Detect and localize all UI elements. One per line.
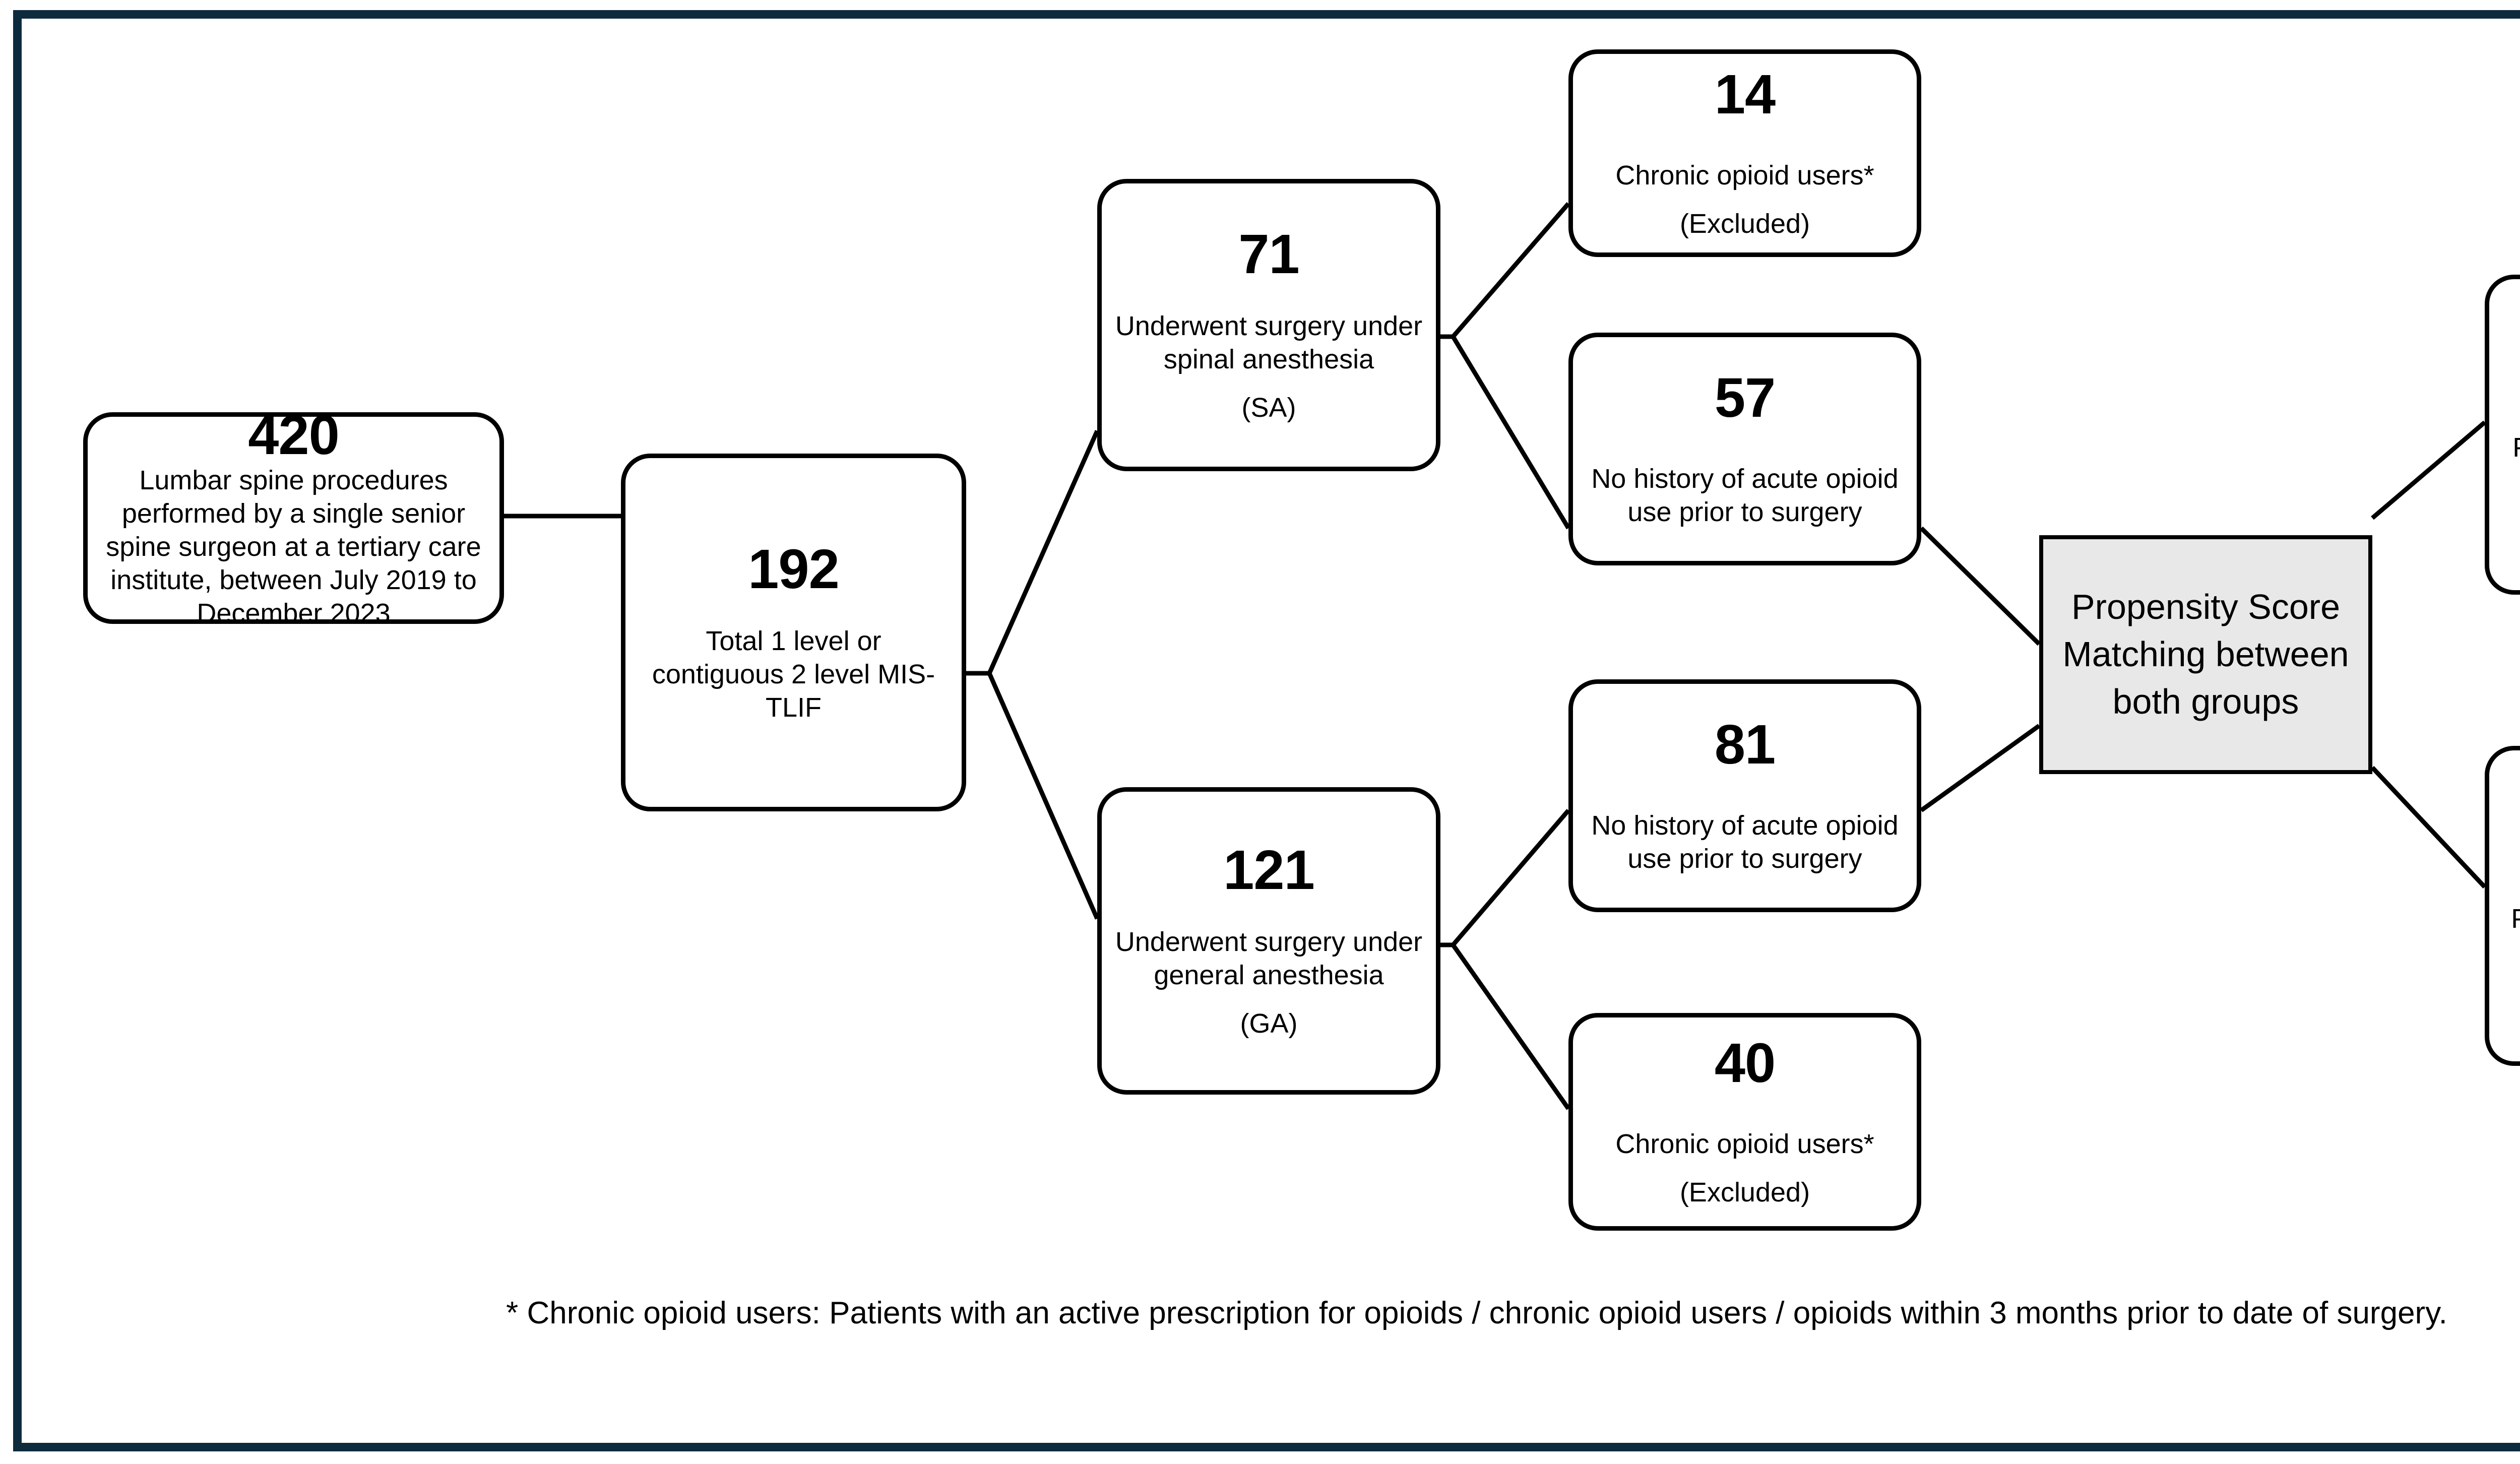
node-desc-ga-matched: Patients in the GA group without acute p… [2500,903,2520,1002]
edge-121-40 [1451,943,1570,1110]
node-count-14: 14 [1714,63,1776,126]
node-count-192: 192 [748,538,840,601]
node-total-cohort[interactable]: 420 Lumbar spine procedures performed by… [83,406,504,628]
edge-71-57 [1451,335,1570,530]
node-desc-total-cohort: Lumbar spine procedures performed by a s… [106,465,481,628]
edge-121-81 [1451,809,1570,946]
node-ga-excluded[interactable]: 40 Chronic opioid users* (Excluded) [1568,1013,1921,1231]
node-desc-spinal-anesthesia: Underwent surgery under spinal anesthesi… [1115,310,1423,374]
node-desc-included-cohort: Total 1 level or contiguous 2 level MIS-… [652,625,935,723]
node-sa-excluded[interactable]: 14 Chronic opioid users* (Excluded) [1568,49,1921,257]
node-desc-sa-eligible: No history of acute opioid use prior to … [1591,463,1899,527]
node-desc-sa-excluded: Chronic opioid users* [1615,160,1874,190]
edge-81-psm [1920,724,2041,812]
node-included-cohort[interactable]: 192 Total 1 level or contiguous 2 level … [621,454,966,811]
edge-71-14 [1451,202,1570,338]
node-desc-ga-eligible: No history of acute opioid use prior to … [1591,810,1899,874]
node-sub-ga-excluded: (Excluded) [1679,1177,1810,1207]
edge-psm-ga50 [2370,766,2487,889]
node-desc-general-anesthesia: Underwent surgery under general anesthes… [1115,926,1423,990]
node-count-40: 40 [1714,1032,1776,1095]
edge-192-71 [987,430,1100,674]
node-sub-sa-excluded: (Excluded) [1679,208,1810,239]
node-general-anesthesia[interactable]: 121 Underwent surgery under general anes… [1097,787,1440,1095]
node-count-57: 57 [1714,367,1776,429]
edge-57-psm [1919,526,2041,646]
node-desc-sa-matched: Patients in the SA group without acute p… [2500,431,2520,531]
node-sa-eligible[interactable]: 57 No history of acute opioid use prior … [1568,333,1921,565]
node-text-psm: Propensity Score Matching between both g… [2062,587,2349,721]
node-ga-eligible[interactable]: 81 No history of acute opioid use prior … [1568,679,1921,912]
node-count-81: 81 [1714,714,1776,776]
edge-psm-sa50 [2371,420,2486,520]
node-sub-general-anesthesia: (GA) [1240,1008,1298,1039]
node-sub-spinal-anesthesia: (SA) [1241,392,1296,423]
node-count-71: 71 [1238,223,1299,286]
node-count-420: 420 [248,404,340,466]
footnote-chronic-opioid-users: * Chronic opioid users: Patients with an… [506,1296,2447,1330]
node-sa-matched[interactable]: N=50 Patients in the SA group without ac… [2485,275,2520,595]
node-ga-matched[interactable]: N=50 Patients in the GA group without ac… [2485,746,2520,1066]
edge-192-121 [987,672,1100,920]
node-spinal-anesthesia[interactable]: 71 Underwent surgery under spinal anesth… [1097,179,1440,471]
node-propensity-score-matching[interactable]: Propensity Score Matching between both g… [2039,535,2372,774]
node-count-121: 121 [1223,839,1315,902]
node-desc-ga-excluded: Chronic opioid users* [1615,1128,1874,1159]
